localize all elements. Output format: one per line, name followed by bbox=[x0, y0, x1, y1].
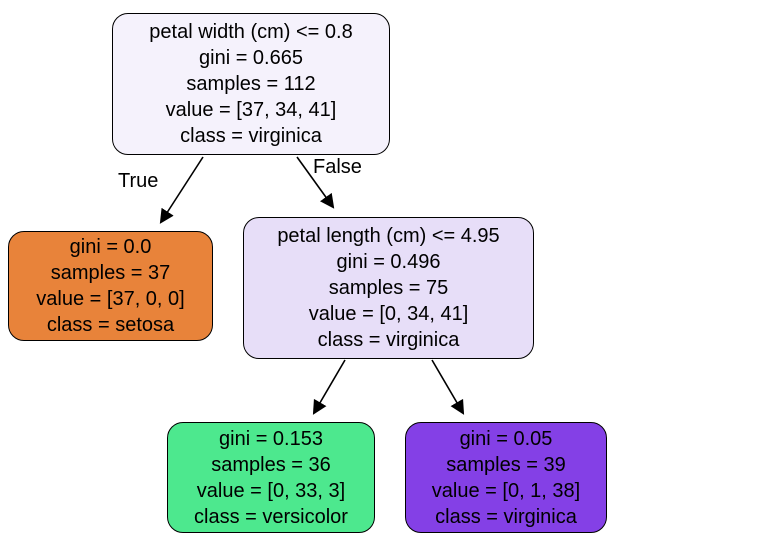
node-samples: samples = 75 bbox=[328, 277, 449, 299]
node-samples: samples = 39 bbox=[446, 453, 566, 476]
tree-node-setosa: gini = 0.0 samples = 37 value = [37, 0, … bbox=[8, 231, 213, 341]
tree-node-root: petal width (cm) <= 0.8 gini = 0.665 sam… bbox=[112, 13, 390, 155]
tree-node-versicolor: gini = 0.153 samples = 36 value = [0, 33… bbox=[167, 422, 375, 533]
node-samples: samples = 36 bbox=[211, 453, 331, 476]
node-value: value = [37, 34, 41] bbox=[165, 99, 337, 121]
node-class: class = virginica bbox=[317, 329, 460, 351]
node-gini: gini = 0.665 bbox=[199, 47, 303, 69]
node-split-condition: petal width (cm) <= 0.8 bbox=[149, 21, 353, 43]
node-class: class = setosa bbox=[46, 314, 175, 336]
tree-node-virginica: gini = 0.05 samples = 39 value = [0, 1, … bbox=[405, 422, 607, 533]
node-value: value = [0, 33, 3] bbox=[196, 479, 346, 502]
node-gini: gini = 0.05 bbox=[459, 427, 553, 450]
node-gini: gini = 0.153 bbox=[219, 427, 323, 450]
node-class: class = virginica bbox=[435, 505, 577, 528]
node-value: value = [37, 0, 0] bbox=[36, 288, 185, 310]
edge-split2-to-virginica bbox=[431, 359, 465, 415]
edge-label-false: False bbox=[313, 156, 362, 178]
node-gini: gini = 0.0 bbox=[69, 236, 152, 258]
node-samples: samples = 112 bbox=[186, 73, 316, 95]
node-samples: samples = 37 bbox=[50, 262, 171, 284]
node-value: value = [0, 34, 41] bbox=[308, 303, 469, 325]
node-value: value = [0, 1, 38] bbox=[431, 479, 581, 502]
tree-node-petal-length-split: petal length (cm) <= 4.95 gini = 0.496 s… bbox=[243, 217, 534, 359]
node-split-condition: petal length (cm) <= 4.95 bbox=[277, 225, 500, 247]
node-gini: gini = 0.496 bbox=[336, 251, 441, 273]
edge-label-true: True bbox=[118, 170, 159, 192]
edge-root-to-setosa bbox=[159, 156, 204, 224]
node-class: class = virginica bbox=[180, 125, 322, 147]
edge-split2-to-versicolor bbox=[312, 359, 346, 415]
node-class: class = versicolor bbox=[194, 505, 348, 528]
